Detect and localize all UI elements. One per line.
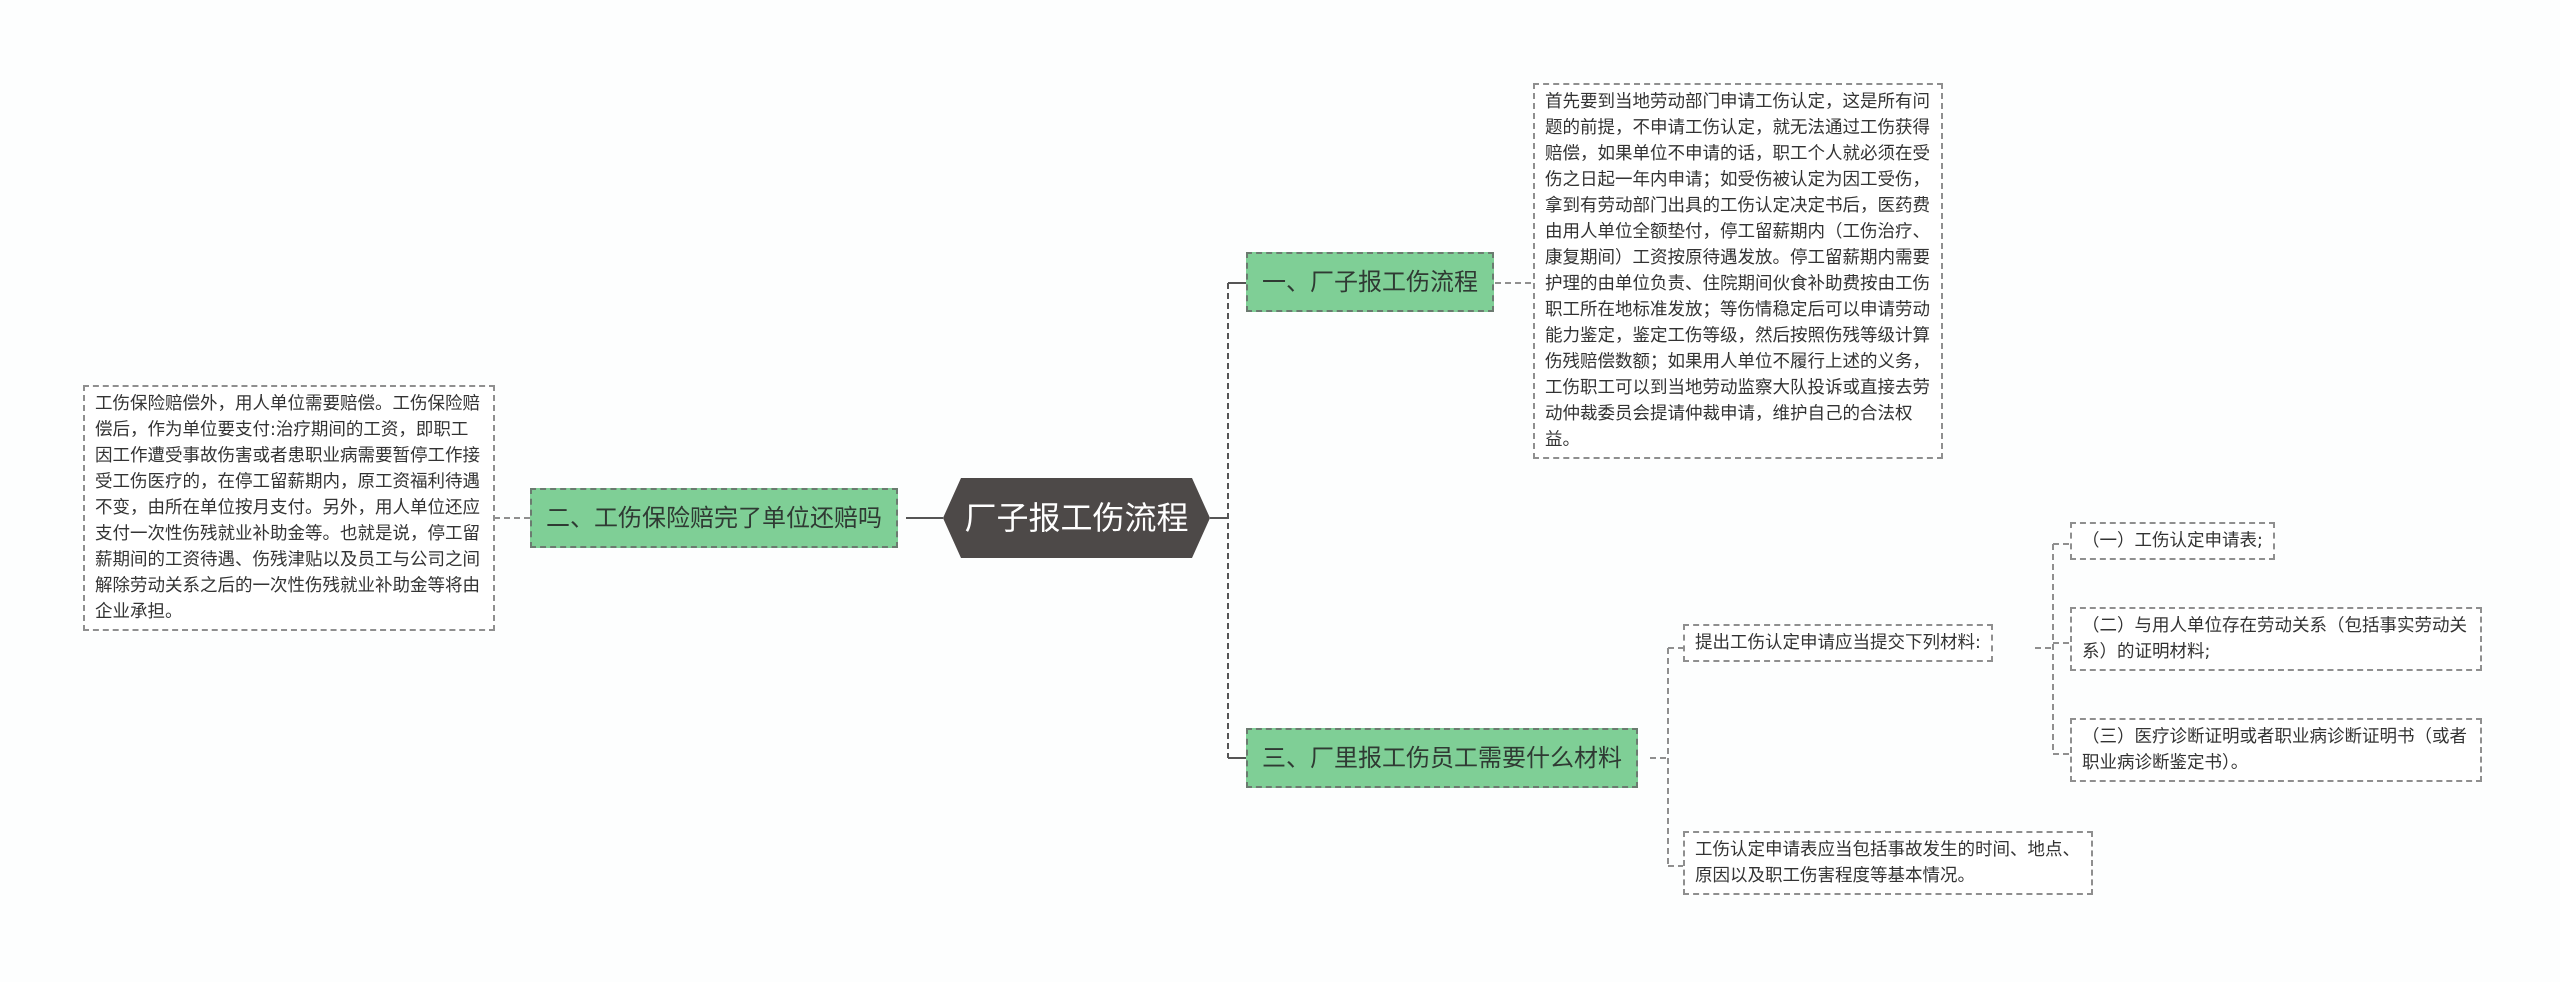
- material-item-1[interactable]: （一）工伤认定申请表;: [2070, 522, 2275, 560]
- material-item-3[interactable]: （三）医疗诊断证明或者职业病诊断证明书（或者职业病诊断鉴定书）。: [2070, 718, 2482, 782]
- branch-2-detail-text: 工伤保险赔偿外，用人单位需要赔偿。工伤保险赔偿后，作为单位要支付:治疗期间的工资…: [83, 385, 495, 631]
- branch-topic-1[interactable]: 一、厂子报工伤流程: [1246, 252, 1494, 312]
- branch-topic-3[interactable]: 三、厂里报工伤员工需要什么材料: [1246, 728, 1638, 788]
- branch-1-detail-text: 首先要到当地劳动部门申请工伤认定，这是所有问题的前提，不申请工伤认定，就无法通过…: [1533, 83, 1943, 459]
- material-item-2[interactable]: （二）与用人单位存在劳动关系（包括事实劳动关系）的证明材料;: [2070, 607, 2482, 671]
- application-form-note[interactable]: 工伤认定申请表应当包括事故发生的时间、地点、原因以及职工伤害程度等基本情况。: [1683, 831, 2093, 895]
- root-topic[interactable]: 厂子报工伤流程: [943, 478, 1210, 558]
- materials-intro-text[interactable]: 提出工伤认定申请应当提交下列材料:: [1683, 624, 1993, 662]
- branch-topic-2[interactable]: 二、工伤保险赔完了单位还赔吗: [530, 488, 898, 548]
